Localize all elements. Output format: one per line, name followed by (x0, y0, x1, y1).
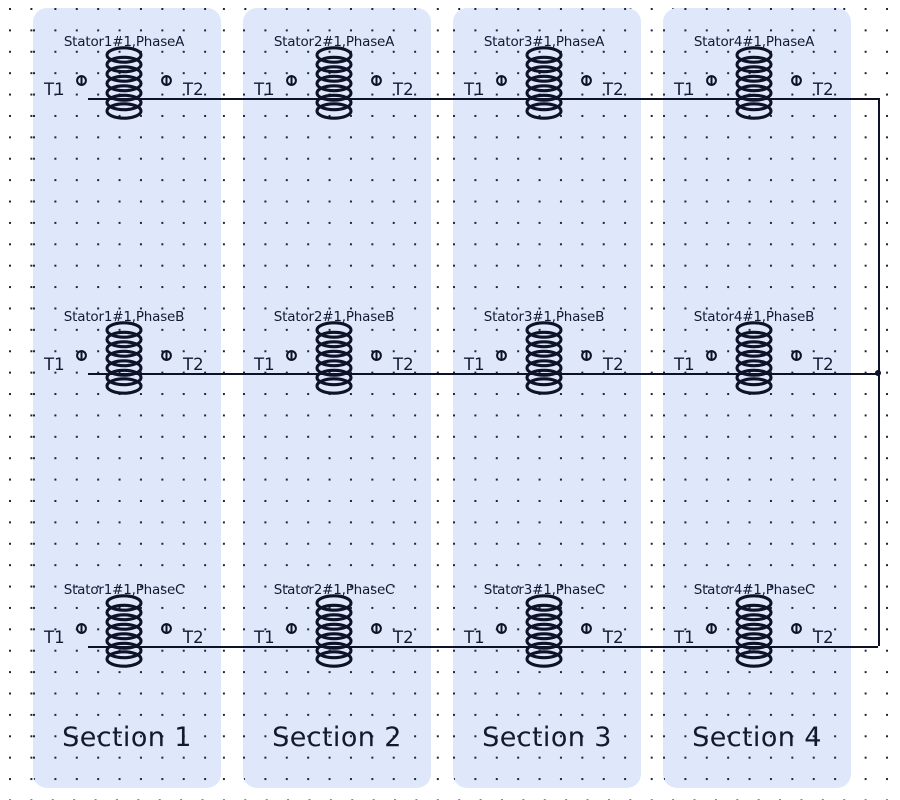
coil-inductor-icon (105, 46, 143, 120)
port-t1[interactable] (495, 622, 508, 635)
port-t2[interactable] (580, 349, 593, 362)
component-stator3-phasec[interactable]: Stator3#1,PhaseC T1 T2 (464, 576, 624, 686)
terminal-label-t1: T1 (674, 80, 695, 99)
terminal-label-t1: T1 (674, 355, 695, 374)
port-t2[interactable] (580, 74, 593, 87)
component-stator1-phasea[interactable]: Stator1#1,PhaseA T1 T2 (44, 28, 204, 138)
component-stator4-phasea[interactable]: Stator4#1,PhaseA T1 T2 (674, 28, 834, 138)
section-title-4: Section 4 (692, 722, 822, 753)
port-t1[interactable] (495, 349, 508, 362)
section-title-2: Section 2 (272, 722, 402, 753)
terminal-label-t2: T2 (183, 80, 204, 99)
terminal-label-t2: T2 (813, 628, 834, 647)
terminal-label-t2: T2 (393, 355, 414, 374)
coil-inductor-icon (735, 46, 773, 120)
coil-inductor-icon (525, 594, 563, 668)
port-t2[interactable] (160, 74, 173, 87)
port-t1[interactable] (285, 74, 298, 87)
port-t1[interactable] (285, 349, 298, 362)
port-t1[interactable] (75, 349, 88, 362)
terminal-label-t1: T1 (44, 80, 65, 99)
port-t2[interactable] (160, 622, 173, 635)
coil-inductor-icon (735, 321, 773, 395)
terminal-label-t1: T1 (44, 355, 65, 374)
terminal-label-t1: T1 (254, 355, 275, 374)
port-t2[interactable] (160, 349, 173, 362)
component-stator4-phaseb[interactable]: Stator4#1,PhaseB T1 T2 (674, 303, 834, 413)
terminal-label-t2: T2 (603, 80, 624, 99)
port-t2[interactable] (370, 622, 383, 635)
component-stator2-phasea[interactable]: Stator2#1,PhaseA T1 T2 (254, 28, 414, 138)
port-t1[interactable] (705, 349, 718, 362)
component-stator2-phasec[interactable]: Stator2#1,PhaseC T1 T2 (254, 576, 414, 686)
coil-inductor-icon (105, 594, 143, 668)
component-stator1-phasec[interactable]: Stator1#1,PhaseC T1 T2 (44, 576, 204, 686)
coil-inductor-icon (105, 321, 143, 395)
port-t2[interactable] (370, 74, 383, 87)
coil-inductor-icon (735, 594, 773, 668)
section-title-3: Section 3 (482, 722, 612, 753)
port-t2[interactable] (370, 349, 383, 362)
coil-inductor-icon (525, 46, 563, 120)
terminal-label-t1: T1 (464, 355, 485, 374)
terminal-label-t2: T2 (813, 355, 834, 374)
terminal-label-t1: T1 (464, 628, 485, 647)
port-t1[interactable] (705, 622, 718, 635)
section-title-1: Section 1 (62, 722, 192, 753)
component-stator4-phasec[interactable]: Stator4#1,PhaseC T1 T2 (674, 576, 834, 686)
port-t1[interactable] (75, 74, 88, 87)
component-stator3-phasea[interactable]: Stator3#1,PhaseA T1 T2 (464, 28, 624, 138)
port-t1[interactable] (75, 622, 88, 635)
terminal-label-t2: T2 (393, 80, 414, 99)
port-t2[interactable] (790, 622, 803, 635)
terminal-label-t2: T2 (393, 628, 414, 647)
coil-inductor-icon (315, 46, 353, 120)
port-t2[interactable] (790, 349, 803, 362)
component-stator3-phaseb[interactable]: Stator3#1,PhaseB T1 T2 (464, 303, 624, 413)
terminal-label-t2: T2 (183, 355, 204, 374)
port-t1[interactable] (495, 74, 508, 87)
terminal-label-t1: T1 (254, 628, 275, 647)
junction-phaseb-star (875, 370, 881, 376)
terminal-label-t2: T2 (183, 628, 204, 647)
terminal-label-t1: T1 (464, 80, 485, 99)
terminal-label-t2: T2 (813, 80, 834, 99)
port-t2[interactable] (790, 74, 803, 87)
coil-inductor-icon (525, 321, 563, 395)
coil-inductor-icon (315, 594, 353, 668)
terminal-label-t1: T1 (254, 80, 275, 99)
port-t1[interactable] (705, 74, 718, 87)
terminal-label-t1: T1 (44, 628, 65, 647)
port-t1[interactable] (285, 622, 298, 635)
coil-inductor-icon (315, 321, 353, 395)
component-stator2-phaseb[interactable]: Stator2#1,PhaseB T1 T2 (254, 303, 414, 413)
port-t2[interactable] (580, 622, 593, 635)
terminal-label-t2: T2 (603, 355, 624, 374)
terminal-label-t2: T2 (603, 628, 624, 647)
component-stator1-phaseb[interactable]: Stator1#1,PhaseB T1 T2 (44, 303, 204, 413)
terminal-label-t1: T1 (674, 628, 695, 647)
